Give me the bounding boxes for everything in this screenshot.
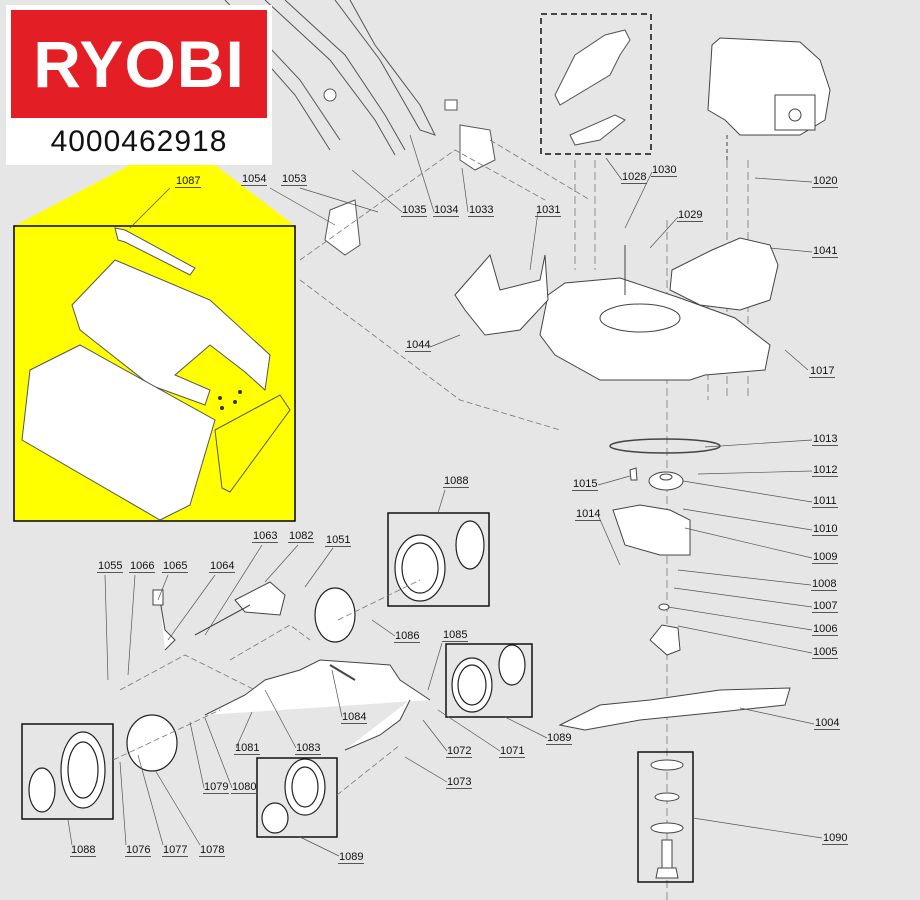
part-callout-1053[interactable]: 1053	[281, 173, 308, 186]
part-callout-1055[interactable]: 1055	[97, 560, 124, 573]
part-callout-1081[interactable]: 1081	[234, 742, 261, 755]
part-callout-1020[interactable]: 1020	[812, 175, 839, 188]
highlight-funnel	[14, 165, 295, 226]
part-callout-1007[interactable]: 1007	[812, 600, 839, 613]
wheel-kit-boxes	[21, 512, 533, 838]
belt	[609, 438, 721, 454]
part-callout-1014[interactable]: 1014	[575, 508, 602, 521]
brand-name: RYOBI	[33, 27, 245, 101]
part-callout-1035[interactable]: 1035	[401, 204, 428, 217]
part-callout-1089[interactable]: 1089	[546, 732, 573, 745]
grass-bag-drawing	[21, 227, 291, 521]
part-callout-1064[interactable]: 1064	[209, 560, 236, 573]
part-callout-1031[interactable]: 1031	[535, 204, 562, 217]
blade	[558, 687, 791, 731]
part-callout-1079[interactable]: 1079	[203, 781, 230, 794]
part-callout-1051[interactable]: 1051	[325, 534, 352, 547]
part-callout-1030[interactable]: 1030	[651, 164, 678, 177]
part-callout-1086[interactable]: 1086	[394, 630, 421, 643]
part-callout-1082[interactable]: 1082	[288, 530, 315, 543]
brand-logo-card: RYOBI 4000462918	[6, 5, 272, 165]
part-callout-1004[interactable]: 1004	[814, 717, 841, 730]
part-callout-1071[interactable]: 1071	[499, 745, 526, 758]
leader-lines	[67, 134, 823, 857]
part-callout-1028[interactable]: 1028	[621, 171, 648, 184]
part-callout-1089[interactable]: 1089	[338, 851, 365, 864]
part-callout-1087[interactable]: 1087	[175, 175, 202, 188]
blade-bolt-box	[637, 751, 694, 883]
part-callout-1009[interactable]: 1009	[812, 551, 839, 564]
part-callout-1073[interactable]: 1073	[446, 776, 473, 789]
part-callout-1088[interactable]: 1088	[70, 844, 97, 857]
brand-logo: RYOBI	[11, 10, 267, 118]
part-callout-1011[interactable]: 1011	[812, 495, 838, 508]
part-callout-1010[interactable]: 1010	[812, 523, 839, 536]
part-callout-1013[interactable]: 1013	[812, 433, 839, 446]
part-callout-1033[interactable]: 1033	[468, 204, 495, 217]
part-callout-1063[interactable]: 1063	[252, 530, 279, 543]
mower-deck-drawing	[539, 245, 771, 381]
part-callout-1080[interactable]: 1080	[231, 781, 258, 794]
part-callout-1034[interactable]: 1034	[433, 204, 460, 217]
wheels	[28, 520, 526, 834]
part-callout-1072[interactable]: 1072	[446, 745, 473, 758]
part-callout-1054[interactable]: 1054	[241, 173, 268, 186]
part-callout-1044[interactable]: 1044	[405, 339, 432, 352]
engine-drawing	[707, 37, 831, 160]
part-callout-1088[interactable]: 1088	[443, 475, 470, 488]
part-callout-1066[interactable]: 1066	[129, 560, 156, 573]
part-callout-1006[interactable]: 1006	[812, 623, 839, 636]
part-callout-1015[interactable]: 1015	[572, 478, 599, 491]
part-callout-1005[interactable]: 1005	[812, 646, 839, 659]
cable-parts-dashed-box	[540, 13, 652, 155]
part-callout-1085[interactable]: 1085	[442, 629, 469, 642]
part-callout-1012[interactable]: 1012	[812, 464, 839, 477]
part-callout-1041[interactable]: 1041	[812, 245, 839, 258]
part-callout-1083[interactable]: 1083	[295, 742, 322, 755]
part-callout-1077[interactable]: 1077	[162, 844, 189, 857]
part-callout-1090[interactable]: 1090	[822, 832, 849, 845]
part-callout-1084[interactable]: 1084	[341, 711, 368, 724]
part-callout-1065[interactable]: 1065	[162, 560, 189, 573]
part-callout-1078[interactable]: 1078	[199, 844, 226, 857]
part-callout-1076[interactable]: 1076	[125, 844, 152, 857]
part-callout-1029[interactable]: 1029	[677, 209, 704, 222]
part-callout-1017[interactable]: 1017	[809, 365, 836, 378]
model-number: 4000462918	[50, 125, 228, 158]
part-callout-1008[interactable]: 1008	[811, 578, 838, 591]
